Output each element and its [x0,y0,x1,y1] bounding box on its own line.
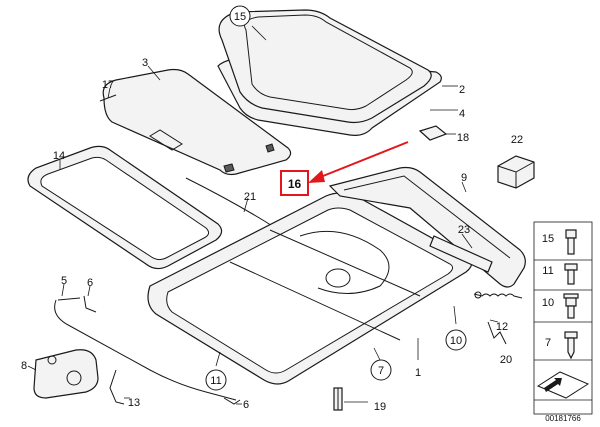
callout-1[interactable]: 1 [415,367,421,379]
callout-21[interactable]: 21 [244,191,256,203]
callout-22[interactable]: 22 [511,134,523,146]
bracket-13-part [109,369,125,405]
callout-12[interactable]: 12 [496,321,508,333]
callout-label: 12 [496,321,508,333]
callout-circle [205,369,227,391]
cable-5-part [54,297,237,401]
fastener-legend: 15 11 10 7 [533,221,593,415]
legend-label-3: 7 [545,337,551,349]
highlight-callout-16[interactable]: 16 [280,170,309,196]
svg-text:16: 16 [288,177,302,191]
callout-label: 2 [459,84,465,96]
pin-19-part [333,387,343,411]
callout-label: 6 [87,277,93,289]
highlight-arrow [308,141,409,183]
mounting-position-icon [536,371,590,399]
callout-label: 1 [415,367,421,379]
callout-label: 4 [459,108,465,120]
legend-label-1: 11 [542,265,553,277]
legend-label-2: 10 [542,297,554,309]
callout-10[interactable]: 10 [445,329,467,351]
bracket-6-part [83,295,97,313]
callout-23[interactable]: 23 [458,224,470,236]
callout-20[interactable]: 20 [500,354,512,366]
leader-lines [27,25,499,405]
callout-label: 9 [461,172,467,184]
callout-label: 15 [234,11,246,23]
legend-label-0: 15 [542,233,554,245]
callout-2[interactable]: 2 [459,84,465,96]
callout-11[interactable]: 11 [205,369,227,391]
callout-9[interactable]: 9 [461,172,467,184]
callout-19[interactable]: 19 [374,401,386,413]
callout-label: 11 [210,375,221,387]
headliner-panel-part [102,68,292,176]
callout-label: 5 [61,275,67,287]
callout-circle [229,5,251,27]
callout-label: 3 [142,57,148,69]
main-frame-1-part [147,192,473,385]
bolt-flange-icon [563,293,579,319]
callout-label: 20 [500,354,512,366]
rail-23-part [429,235,493,273]
screw-self-tapping-icon [564,331,578,360]
callout-label: 6 [243,399,249,411]
callout-5[interactable]: 5 [61,275,67,287]
callout-6[interactable]: 6 [243,399,249,411]
spring-12-part [473,291,523,299]
callout-3[interactable]: 3 [142,57,148,69]
callout-label: 19 [374,401,386,413]
callout-label: 10 [450,335,462,347]
bolt-torx-icon [564,263,578,285]
callout-label: 13 [128,397,140,409]
callout-7[interactable]: 7 [370,359,392,381]
callout-13[interactable]: 13 [128,397,140,409]
callout-label: 22 [511,134,523,146]
clip-6-lower-part [223,397,241,405]
callout-17[interactable]: 17 [102,79,114,91]
callout-4[interactable]: 4 [459,108,465,120]
callout-label: 17 [102,79,114,91]
glass-panel-part [217,9,442,136]
callout-label: 7 [378,365,384,377]
bolt-hex-socket-icon [565,229,577,255]
callout-8[interactable]: 8 [21,360,27,372]
bracket-20-part [487,321,507,345]
callout-18[interactable]: 18 [457,132,469,144]
callout-15[interactable]: 15 [229,5,251,27]
callout-label: 14 [53,150,65,162]
callout-label: 18 [457,132,469,144]
seal-frame-14-part [27,145,223,270]
callout-circle [445,329,467,351]
callout-label: 8 [21,360,27,372]
kit-box-22-part [497,155,535,189]
callout-14[interactable]: 14 [53,150,65,162]
document-number: 00181766 [545,414,581,423]
callout-6[interactable]: 6 [87,277,93,289]
callout-label: 23 [458,224,470,236]
motor-8-part [33,349,99,399]
pad-18-part [418,125,448,141]
callout-circle [370,359,392,381]
callout-label: 21 [244,191,256,203]
